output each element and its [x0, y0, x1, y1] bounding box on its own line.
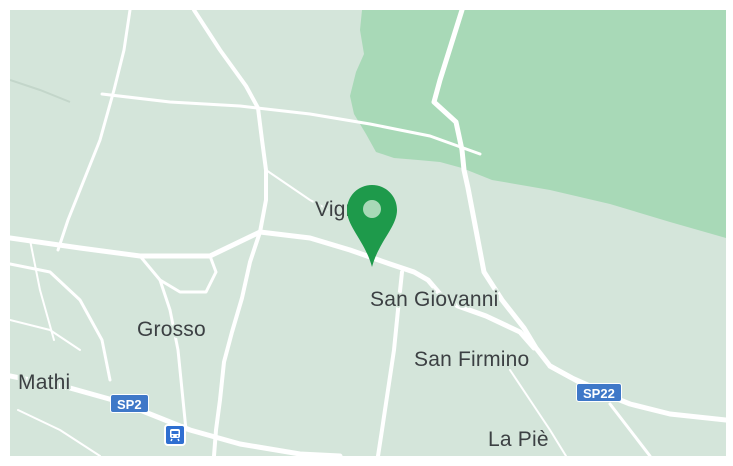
road-southeast: [608, 402, 652, 456]
map-viewport[interactable]: Vigna San Giovanni Grosso San Firmino Ma…: [10, 10, 726, 456]
place-label-mathi[interactable]: Mathi: [18, 371, 71, 394]
road-sp22: [547, 363, 726, 423]
road-west-grid-1: [10, 262, 112, 382]
road-north-diagonal: [100, 92, 482, 156]
road-central: [10, 229, 537, 351]
place-label-la-pie[interactable]: La Piè: [488, 428, 549, 451]
road-west-grid-3: [10, 319, 81, 351]
road-northwest: [192, 10, 268, 234]
rail-line: [10, 79, 71, 103]
road-far-west: [56, 10, 132, 252]
road-shield-sp22: SP22: [576, 383, 622, 402]
road-west-grid-4: [17, 409, 101, 456]
road-west: [212, 230, 262, 456]
map-pin-icon[interactable]: [345, 183, 399, 269]
road-la-pie: [509, 369, 567, 456]
road-south: [376, 270, 404, 456]
road-vigna-north: [265, 169, 341, 217]
road-east-arterial: [431, 10, 593, 389]
road-shield-sp2: SP2: [110, 394, 149, 413]
road-grosso-loop: [138, 254, 218, 294]
map-base-layer: [10, 10, 726, 456]
place-label-san-giovanni[interactable]: San Giovanni: [370, 288, 499, 311]
park-area: [350, 10, 726, 238]
train-station-icon[interactable]: [164, 424, 186, 446]
road-west-grid-2: [29, 239, 55, 341]
road-grosso: [158, 278, 188, 432]
place-label-grosso[interactable]: Grosso: [137, 318, 206, 341]
place-label-san-firmino[interactable]: San Firmino: [414, 348, 530, 371]
